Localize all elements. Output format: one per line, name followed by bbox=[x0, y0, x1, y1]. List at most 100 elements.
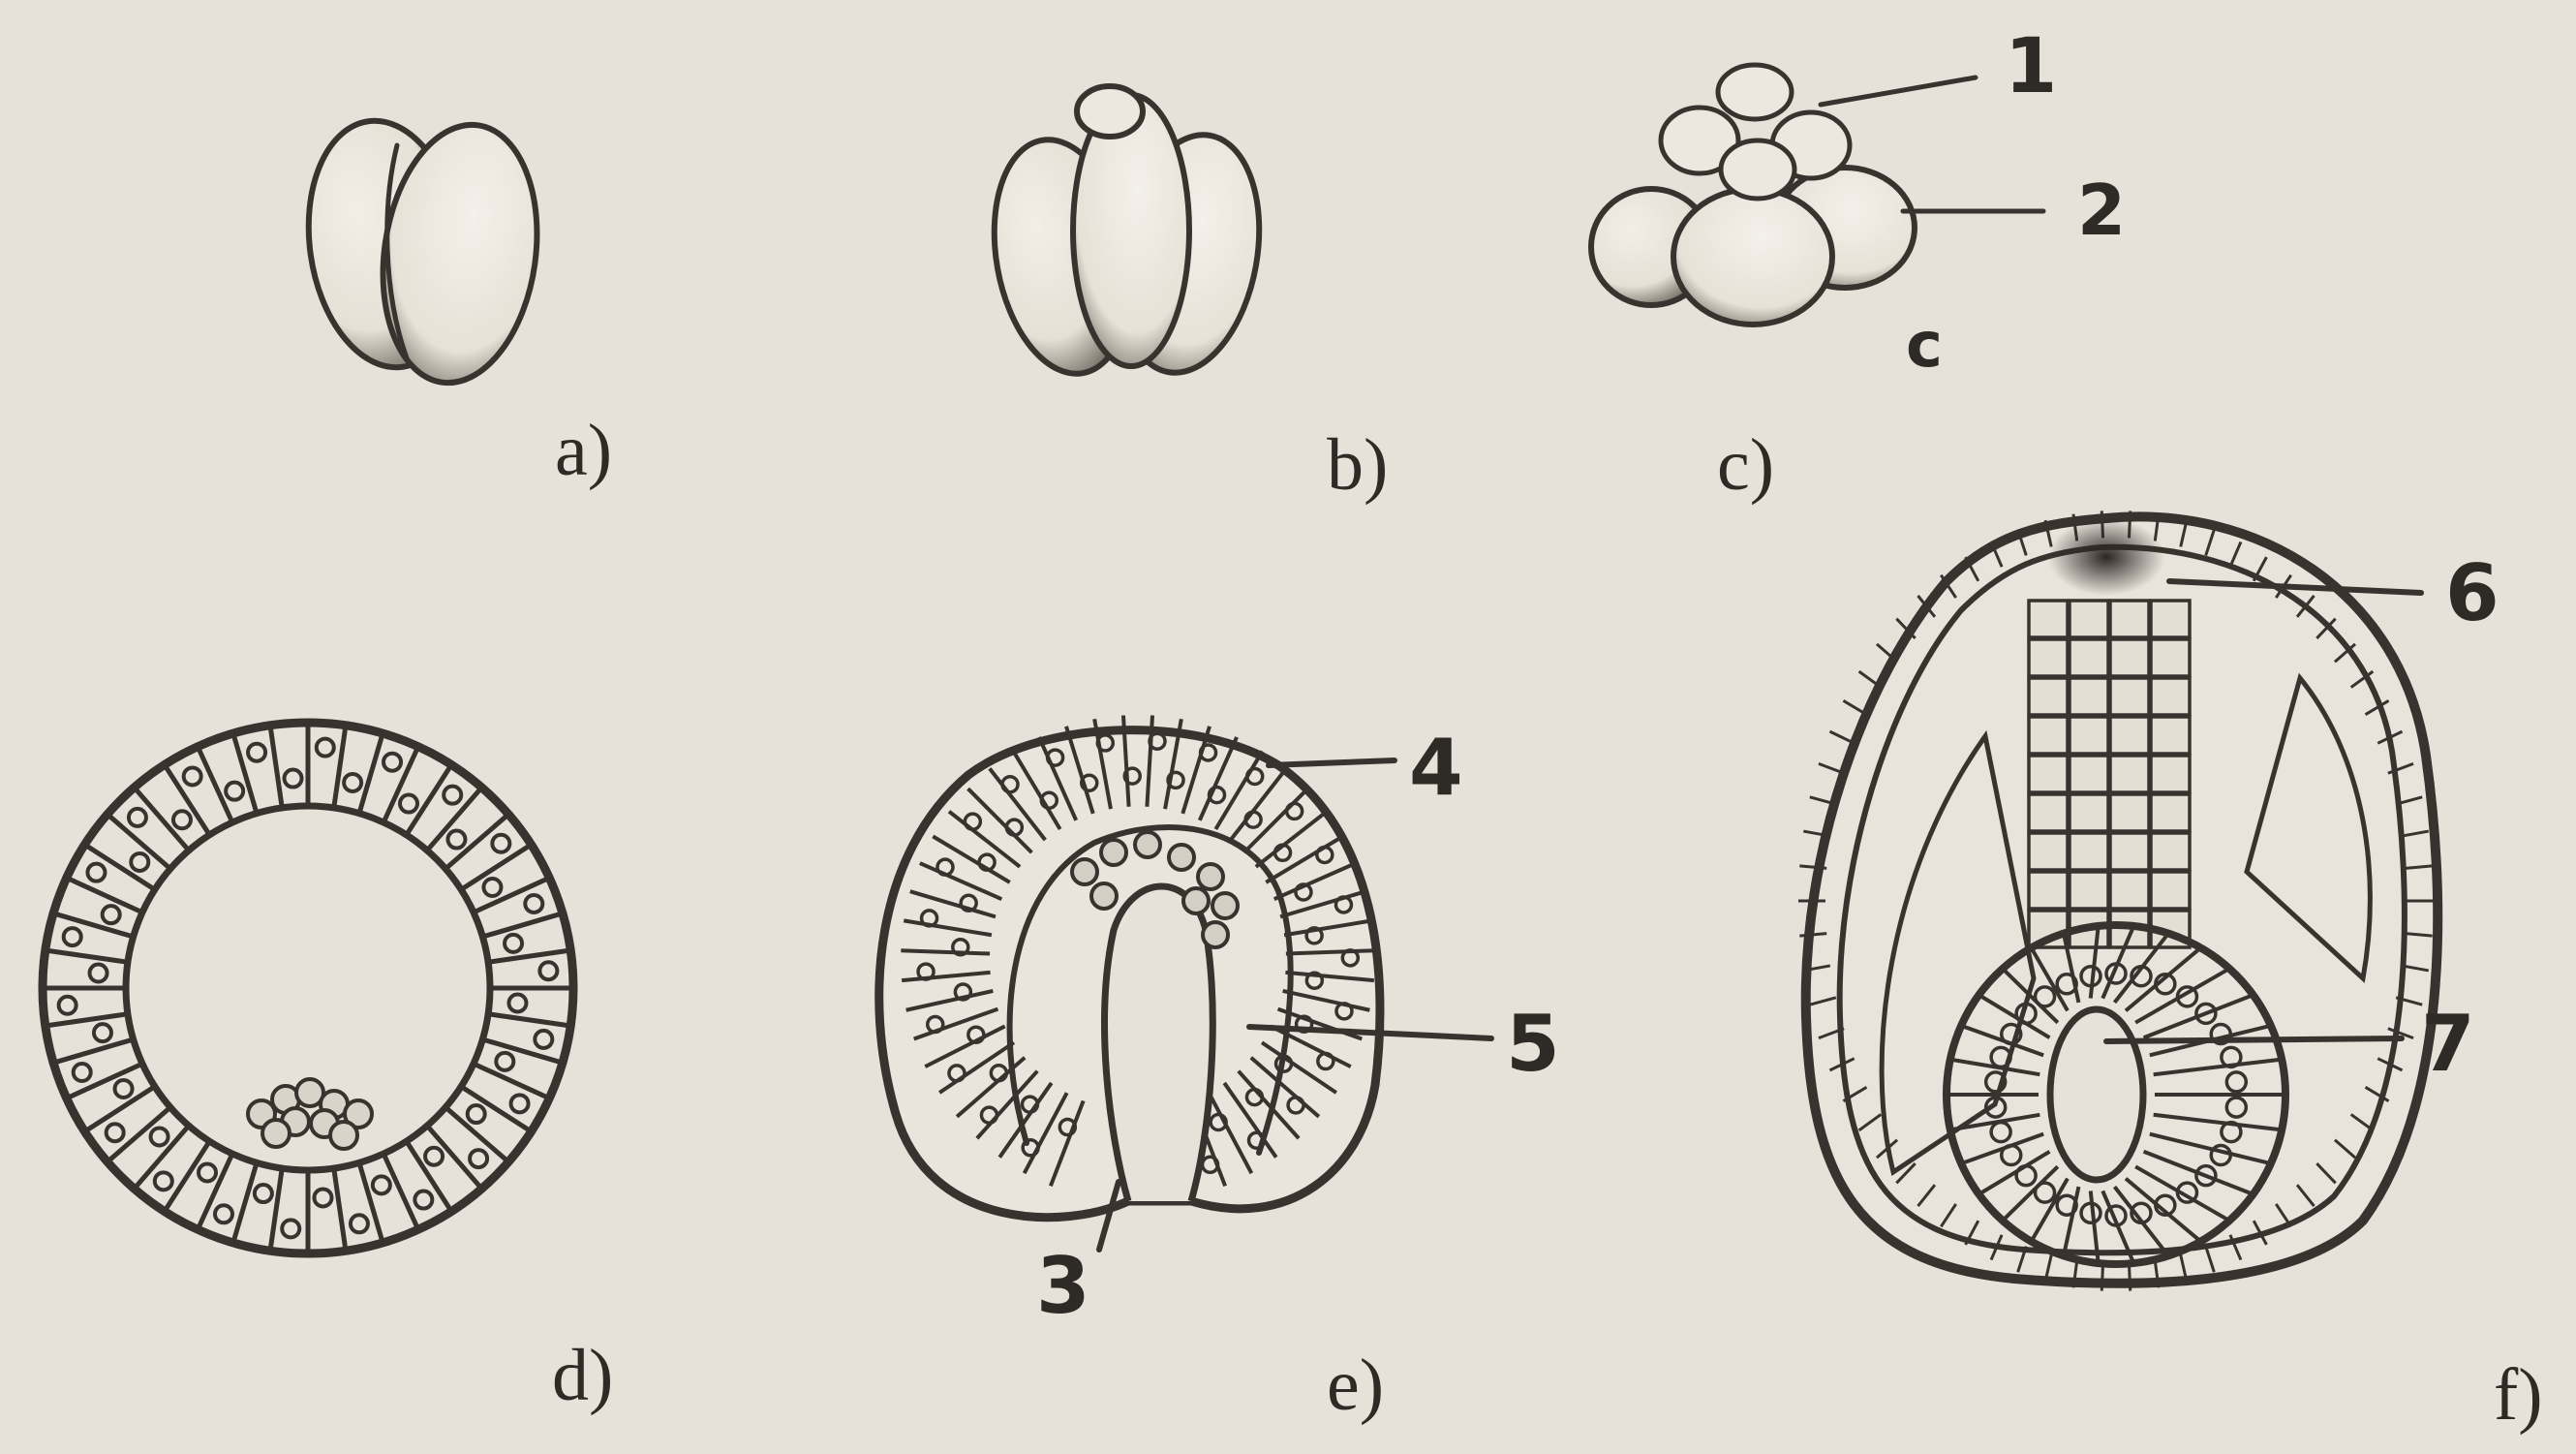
label-2: 2 bbox=[2077, 170, 2126, 251]
nucleus bbox=[317, 739, 334, 757]
caption-d: d) bbox=[552, 1335, 613, 1416]
nucleus bbox=[248, 744, 265, 761]
cell bbox=[1101, 840, 1126, 865]
column-cell bbox=[2029, 601, 2068, 637]
gut-cavity bbox=[2050, 1009, 2143, 1180]
caption-f: f) bbox=[2494, 1354, 2543, 1436]
cell bbox=[330, 1122, 357, 1149]
cell-wall bbox=[46, 950, 128, 962]
column-cell bbox=[2070, 601, 2108, 637]
caption-e: e) bbox=[1327, 1345, 1384, 1426]
column-cell bbox=[2151, 794, 2190, 831]
column-cell bbox=[2151, 639, 2190, 676]
cell bbox=[1091, 883, 1117, 909]
cell-wall bbox=[270, 1168, 282, 1251]
column-cell bbox=[2070, 678, 2108, 715]
column-cell bbox=[2070, 872, 2108, 909]
column-cell bbox=[2029, 833, 2068, 870]
nucleus bbox=[103, 906, 120, 923]
cell-wall bbox=[135, 1126, 189, 1189]
blastomere-top bbox=[1077, 86, 1143, 137]
column-cell bbox=[2110, 639, 2149, 676]
nucleus bbox=[344, 774, 361, 791]
nucleus bbox=[468, 1105, 485, 1123]
micromere bbox=[1721, 140, 1794, 199]
column-cell bbox=[2110, 601, 2149, 637]
column-cell bbox=[2151, 717, 2190, 754]
column-cell bbox=[2029, 756, 2068, 792]
nucleus bbox=[414, 1191, 432, 1209]
cell-wall bbox=[334, 726, 346, 808]
caption-b: b) bbox=[1327, 424, 1388, 506]
nucleus bbox=[131, 853, 148, 871]
ectoderm-cell-wall bbox=[2129, 1264, 2130, 1291]
column-cell bbox=[2110, 717, 2149, 754]
nucleus bbox=[151, 1128, 169, 1145]
cell-wall bbox=[427, 1126, 481, 1189]
macromere bbox=[1673, 189, 1832, 325]
column-cell bbox=[2029, 639, 2068, 676]
nucleus bbox=[87, 864, 105, 882]
dark-spot bbox=[2048, 518, 2164, 596]
label-5: 5 bbox=[1506, 999, 1560, 1089]
nucleus bbox=[447, 831, 465, 849]
leader-line-4 bbox=[1269, 760, 1395, 765]
column-cell bbox=[2029, 678, 2068, 715]
nucleus bbox=[383, 754, 401, 771]
cell-wall bbox=[135, 788, 189, 851]
cell-wall bbox=[270, 726, 282, 808]
cell-wall bbox=[46, 1014, 128, 1026]
caption-c: c) bbox=[1717, 424, 1774, 506]
nucleus bbox=[373, 1176, 390, 1193]
panel-a-two-cell-stage: a) bbox=[293, 110, 612, 491]
column-cell bbox=[2151, 678, 2190, 715]
column-cell bbox=[2070, 794, 2108, 831]
nucleus bbox=[496, 1053, 513, 1070]
nucleus bbox=[74, 1064, 91, 1081]
label-1: 1 bbox=[2005, 23, 2057, 110]
cell-wall bbox=[488, 950, 570, 962]
column-cell bbox=[2151, 833, 2190, 870]
nucleus bbox=[255, 1185, 272, 1202]
cell bbox=[1198, 864, 1223, 889]
column-cell bbox=[2110, 872, 2149, 909]
leader-line-7 bbox=[2106, 1038, 2402, 1041]
nucleus bbox=[314, 1189, 331, 1206]
cell bbox=[1169, 845, 1194, 870]
cell-wall bbox=[427, 788, 481, 851]
column-cell bbox=[2029, 717, 2068, 754]
cell-wall bbox=[233, 1162, 257, 1243]
nucleus bbox=[199, 1163, 216, 1181]
leader-line-1 bbox=[1821, 77, 1976, 105]
nucleus bbox=[173, 811, 191, 828]
cell-wall bbox=[445, 815, 508, 869]
ectoderm-cell-wall bbox=[2101, 1264, 2102, 1291]
cell-wall bbox=[445, 1107, 508, 1161]
nucleus bbox=[107, 1124, 124, 1141]
column-cell bbox=[2029, 794, 2068, 831]
panel-d-blastula: d) bbox=[43, 723, 613, 1416]
nucleus bbox=[483, 879, 501, 896]
cell bbox=[1183, 888, 1209, 913]
neural-column bbox=[2029, 601, 2190, 947]
cell-wall bbox=[359, 733, 383, 814]
label-7: 7 bbox=[2421, 999, 2475, 1089]
ectoderm-cell-wall bbox=[1829, 731, 1854, 743]
cell bbox=[1212, 893, 1238, 918]
nucleus bbox=[539, 962, 557, 979]
column-cell bbox=[2070, 717, 2108, 754]
cell bbox=[1203, 922, 1228, 947]
nucleus bbox=[282, 1220, 299, 1237]
cell-wall bbox=[334, 1168, 346, 1251]
column-cell bbox=[2151, 601, 2190, 637]
cell-wall bbox=[107, 815, 170, 869]
nucleus bbox=[226, 783, 243, 800]
nucleus bbox=[492, 835, 509, 852]
panel-b-four-cell-stage: b) bbox=[977, 86, 1388, 506]
cell-wall bbox=[488, 1014, 570, 1026]
nucleus bbox=[215, 1205, 232, 1222]
cell-wall bbox=[482, 913, 563, 937]
ectoderm-cell-wall bbox=[1843, 700, 1866, 714]
column-cell bbox=[2110, 794, 2149, 831]
